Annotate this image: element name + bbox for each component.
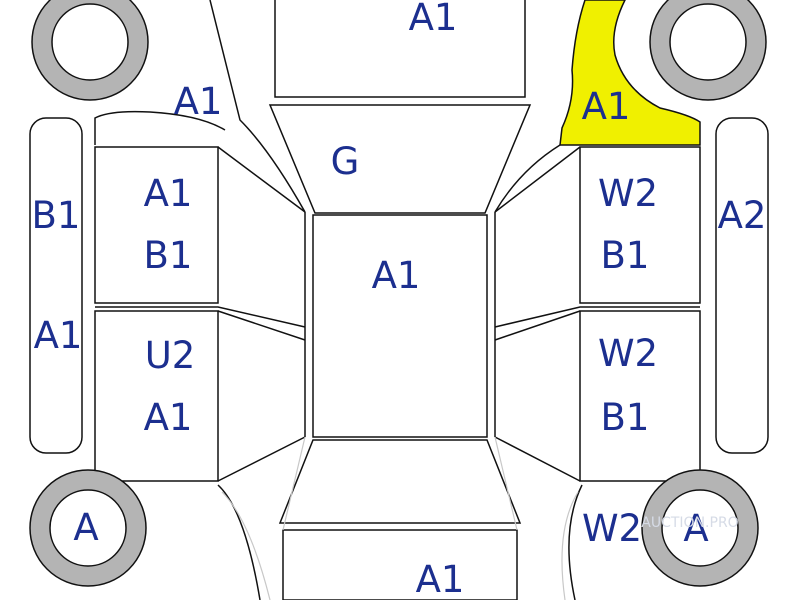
- label-rear-left-wheel: A: [73, 506, 98, 549]
- rear-window-faint-line-2: [494, 436, 518, 531]
- label-front-right-fender: A1: [582, 85, 631, 128]
- label-rear-right-wheel: A: [683, 507, 708, 550]
- right-door-divider-line-2: [494, 310, 581, 341]
- left-door-divider-line: [95, 306, 306, 328]
- label-front-left-door-2: B1: [144, 234, 193, 277]
- left-door-divider-line-2: [217, 310, 306, 341]
- front-right-fender-line: [494, 144, 561, 213]
- label-left-rocker-front: B1: [32, 194, 81, 237]
- right-rocker-panel: [715, 117, 769, 454]
- rear-right-wheel: [641, 469, 759, 587]
- front-hood-outline: [274, 0, 526, 98]
- label-roof-front: A1: [409, 0, 458, 39]
- right-door-divider-line: [494, 306, 700, 328]
- rear-window-outline: [278, 439, 522, 524]
- roof-outline: [312, 214, 488, 438]
- rear-left-door: [94, 310, 219, 482]
- front-right-fender-highlight: [559, 0, 701, 146]
- front-left-door: [94, 146, 219, 304]
- label-rear-right-door-2: B1: [601, 396, 650, 439]
- rear-right-quarter-line: [568, 484, 583, 600]
- label-front-right-door-1: W2: [598, 172, 658, 215]
- watermark-text: AUCTION.PRO: [641, 515, 738, 531]
- front-left-fender-line: [209, 0, 306, 213]
- front-left-wheel: [31, 0, 149, 101]
- rear-right-door-pillar: [494, 436, 581, 482]
- front-right-door-pillar: [494, 146, 581, 213]
- rear-left-wheel: [29, 469, 147, 587]
- label-front-right-door-2: B1: [601, 234, 650, 277]
- label-front-left-fender: A1: [174, 80, 223, 123]
- label-rear-left-door-1: U2: [145, 334, 196, 377]
- front-left-door-pillar: [217, 146, 306, 213]
- rear-window-faint-line: [282, 436, 306, 531]
- trunk-outline: [282, 529, 518, 600]
- front-right-door: [579, 146, 701, 304]
- rear-left-quarter-line: [217, 484, 261, 600]
- label-rear-left-door-2: A1: [144, 396, 193, 439]
- front-windshield-outline: [268, 104, 532, 214]
- label-right-rocker: A2: [718, 194, 767, 237]
- rear-left-faint-line: [221, 491, 271, 600]
- label-hood-glass: G: [331, 140, 360, 183]
- label-rear-right-door-1: W2: [598, 332, 658, 375]
- front-left-fender-line-2: [94, 110, 226, 145]
- label-front-left-door-1: A1: [144, 172, 193, 215]
- left-rocker-panel: [29, 117, 83, 454]
- label-left-rocker-rear: A1: [34, 314, 83, 357]
- rear-right-door: [579, 310, 701, 482]
- label-roof: A1: [372, 254, 421, 297]
- rear-left-door-pillar: [217, 436, 306, 482]
- rear-right-faint-line: [561, 491, 579, 600]
- label-rear-right-quarter: W2: [582, 507, 642, 550]
- label-trunk: A1: [416, 558, 465, 600]
- front-right-wheel: [649, 0, 767, 101]
